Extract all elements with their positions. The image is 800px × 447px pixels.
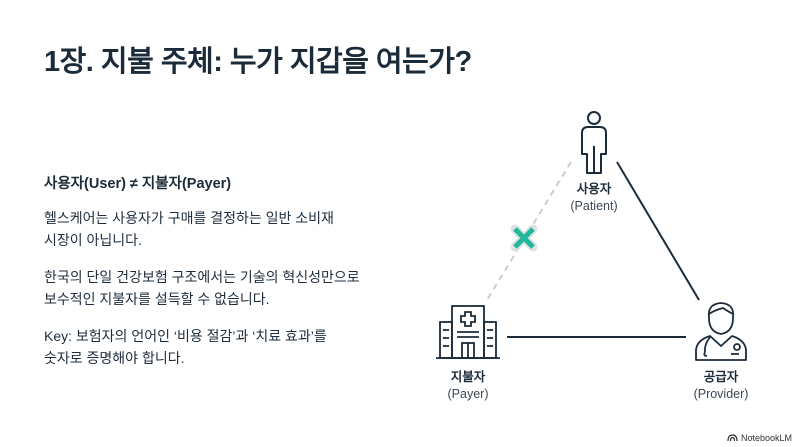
- node-label: 사용자: [576, 182, 612, 196]
- paragraph-line: 시장이 아닙니다.: [44, 232, 142, 248]
- text-panel: 사용자(User) ≠ 지불자(Payer) 헬스케어는 사용자가 구매를 결정…: [44, 172, 404, 384]
- node-label: 공급자: [703, 370, 739, 384]
- person-icon: [581, 111, 607, 174]
- node-patient: 사용자 (Patient): [534, 181, 654, 215]
- paragraph-line: 보수적인 지불자를 설득할 수 없습니다.: [44, 291, 270, 307]
- node-label: 지불자: [450, 370, 486, 384]
- x-mark-icon: [510, 224, 538, 252]
- paragraph-line: Key: 보험자의 언어인 ‘비용 절감’과 ‘치료 효과’를: [44, 328, 327, 344]
- branding-label: NotebookLM: [740, 433, 792, 443]
- node-sublabel: (Payer): [447, 387, 489, 401]
- hospital-icon: [436, 305, 500, 359]
- paragraph-line: 숫자로 증명해야 합니다.: [44, 350, 185, 366]
- node-sublabel: (Patient): [570, 199, 618, 213]
- paragraph-3: Key: 보험자의 언어인 ‘비용 절감’과 ‘치료 효과’를 숫자로 증명해야…: [44, 325, 404, 369]
- subheading: 사용자(User) ≠ 지불자(Payer): [44, 176, 232, 192]
- paragraph-1: 헬스케어는 사용자가 구매를 결정하는 일반 소비재 시장이 아닙니다.: [44, 207, 404, 251]
- node-payer: 지불자 (Payer): [408, 369, 528, 403]
- node-sublabel: (Provider): [693, 387, 749, 401]
- notebooklm-logo-icon: [727, 434, 738, 442]
- paragraph-line: 헬스케어는 사용자가 구매를 결정하는 일반 소비재: [44, 210, 334, 226]
- paragraph-2: 한국의 단일 건강보험 구조에서는 기술의 혁신성만으로 보수적인 지불자를 설…: [44, 266, 404, 310]
- doctor-icon: [695, 302, 747, 361]
- slide-title: 1장. 지불 주체: 누가 지갑을 여는가?: [44, 46, 472, 78]
- link-patient-provider: [616, 161, 700, 301]
- branding: NotebookLM: [727, 433, 792, 443]
- node-provider: 공급자 (Provider): [661, 369, 781, 403]
- paragraph-line: 한국의 단일 건강보험 구조에서는 기술의 혁신성만으로: [44, 269, 360, 285]
